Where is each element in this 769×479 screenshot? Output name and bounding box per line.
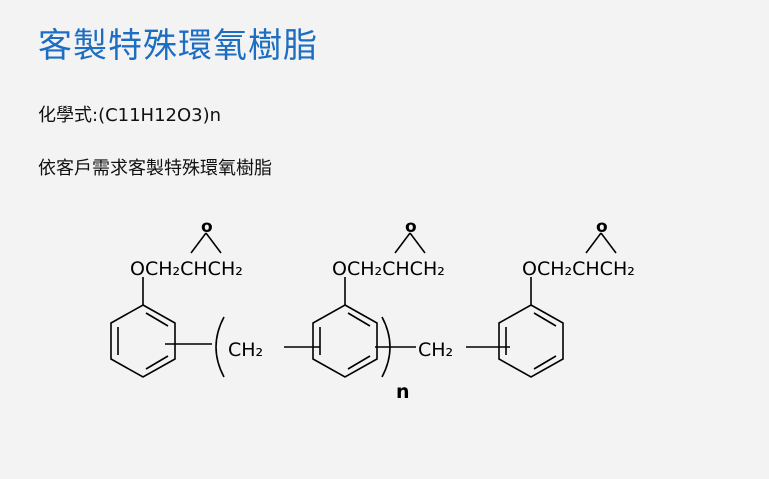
- epoxide-ring-1: [190, 232, 222, 254]
- repeat-subscript: n: [396, 381, 410, 403]
- benzene-ring-1: [110, 304, 176, 378]
- methylene-bridge-1: CH₂: [228, 339, 263, 361]
- methylene-bridge-2: CH₂: [418, 339, 453, 361]
- chemical-structure-diagram: o OCH₂CHCH₂ o OCH₂CHCH₂ o OCH₂CHCH₂ CH₂ …: [0, 205, 769, 415]
- benzene-ring-3: [498, 304, 564, 378]
- left-bracket: [215, 316, 225, 378]
- ether-group-2: OCH₂CHCH₂: [332, 258, 445, 280]
- page-title: 客製特殊環氧樹脂: [38, 26, 318, 66]
- description-text: 依客戶需求客製特殊環氧樹脂: [38, 158, 272, 179]
- epoxide-ring-2: [394, 232, 426, 254]
- structure-svg: o OCH₂CHCH₂ o OCH₂CHCH₂ o OCH₂CHCH₂ CH₂ …: [110, 217, 635, 403]
- epoxide-oxygen-1: o: [201, 217, 213, 237]
- epoxide-ring-3: [585, 232, 617, 254]
- epoxide-oxygen-3: o: [596, 217, 608, 237]
- ether-group-1: OCH₂CHCH₂: [130, 258, 243, 280]
- epoxide-oxygen-2: o: [405, 217, 417, 237]
- right-bracket: [381, 316, 391, 378]
- ether-group-3: OCH₂CHCH₂: [522, 258, 635, 280]
- chemical-formula: 化學式:(C11H12O3)n: [38, 105, 222, 126]
- benzene-ring-2: [312, 304, 378, 378]
